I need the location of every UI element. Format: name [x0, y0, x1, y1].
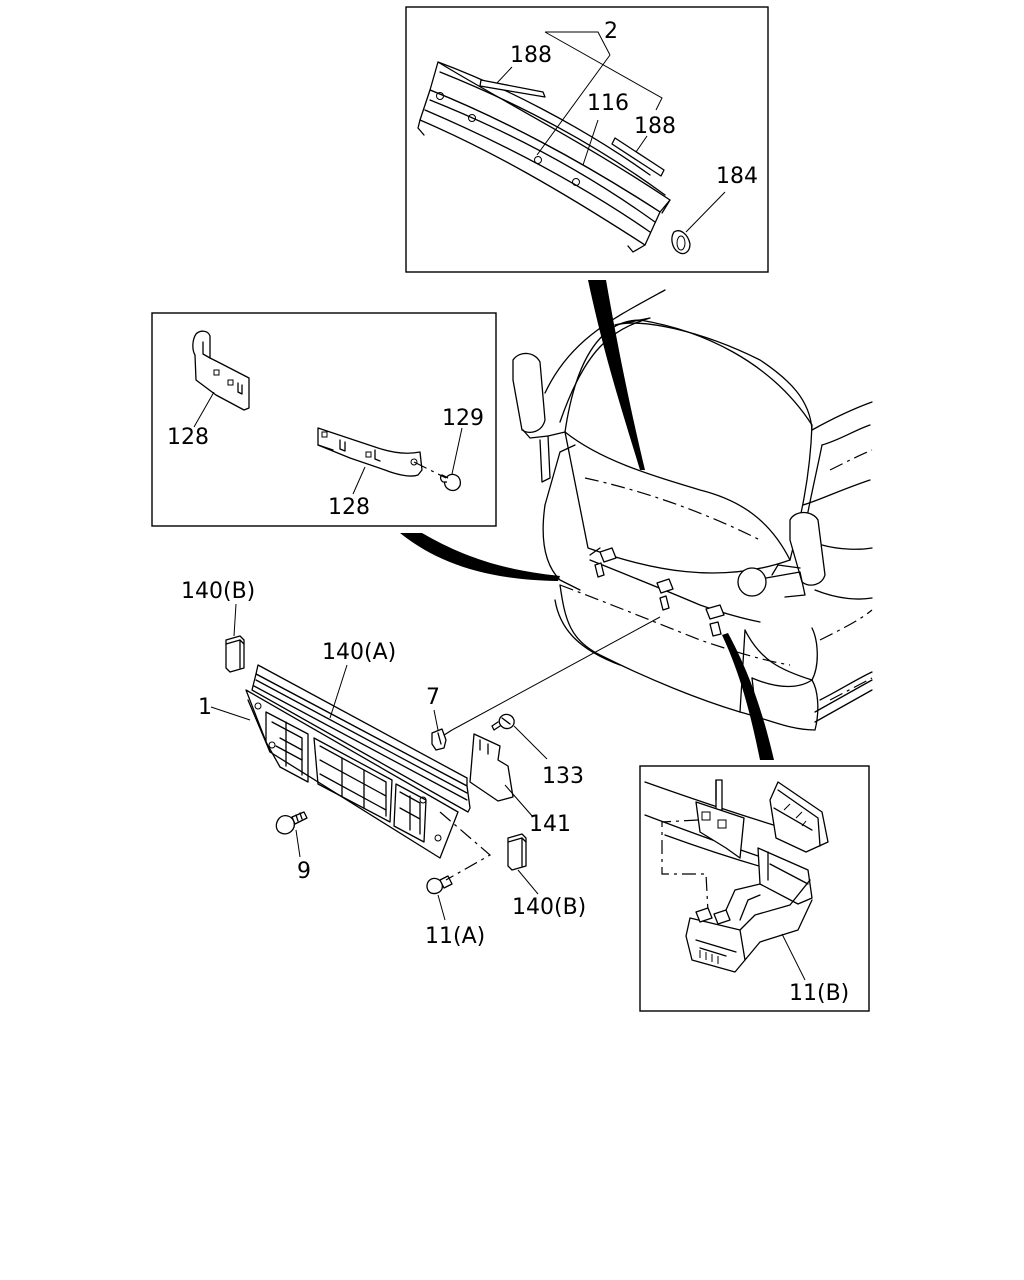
pointer-bottom-inset: [722, 633, 774, 760]
clip-11A: [426, 875, 453, 895]
leader-clip-to-cab: [451, 616, 661, 731]
callout-116: 116: [587, 91, 629, 116]
cap-140B-bottom: [507, 833, 527, 871]
inset-top-frame: [405, 6, 769, 273]
clip-11B-detail: [644, 779, 829, 973]
grommet-184: [671, 230, 691, 255]
grille-140A-strip: [251, 664, 471, 813]
callout-188-right: 188: [634, 114, 676, 139]
callout-184: 184: [716, 164, 758, 189]
leaders-top: [496, 31, 726, 233]
callout-140B-bottom: 140(B): [512, 895, 586, 920]
pointer-top-inset: [588, 280, 645, 470]
cap-140B-top: [225, 635, 245, 673]
screw-133: [491, 713, 515, 731]
seal-strip-188-right: [611, 137, 665, 177]
right-mirror: [737, 511, 826, 598]
callout-9: 9: [297, 859, 311, 884]
bracket-128-lower: [317, 427, 423, 477]
callout-141: 141: [529, 812, 571, 837]
clip-7: [431, 728, 447, 751]
callout-133: 133: [542, 764, 584, 789]
left-mirror: [512, 352, 566, 483]
grille-1: [245, 689, 459, 859]
dash-11A: [439, 811, 492, 881]
callout-140B-top: 140(B): [181, 579, 255, 604]
seal-strip-188-left: [479, 79, 546, 98]
callout-128-lower: 128: [328, 495, 370, 520]
leaders-grille: [210, 603, 548, 921]
dash-129: [413, 461, 447, 479]
truck-cab-outline: [542, 289, 873, 731]
callout-128-upper: 128: [167, 425, 209, 450]
callout-1: 1: [198, 695, 212, 720]
leader-11B: [781, 933, 806, 981]
leader-128-upper: [193, 391, 215, 428]
callout-7: 7: [426, 685, 440, 710]
inset-bottom-frame: [639, 765, 870, 1012]
bolt-9: [275, 811, 308, 835]
callout-2: 2: [604, 19, 618, 44]
callout-11A: 11(A): [425, 924, 485, 949]
screw-129: [439, 473, 462, 492]
callout-188-left: 188: [510, 43, 552, 68]
callout-11B: 11(B): [789, 981, 849, 1006]
cab-mount-clips: [594, 547, 725, 637]
bracket-141: [469, 733, 514, 802]
pointer-left-inset: [400, 533, 560, 581]
callout-140A: 140(A): [322, 640, 396, 665]
bracket-128-upper: [192, 330, 250, 411]
callout-129: 129: [442, 406, 484, 431]
leader-129: [451, 427, 463, 475]
leader-128-lower: [352, 466, 366, 495]
